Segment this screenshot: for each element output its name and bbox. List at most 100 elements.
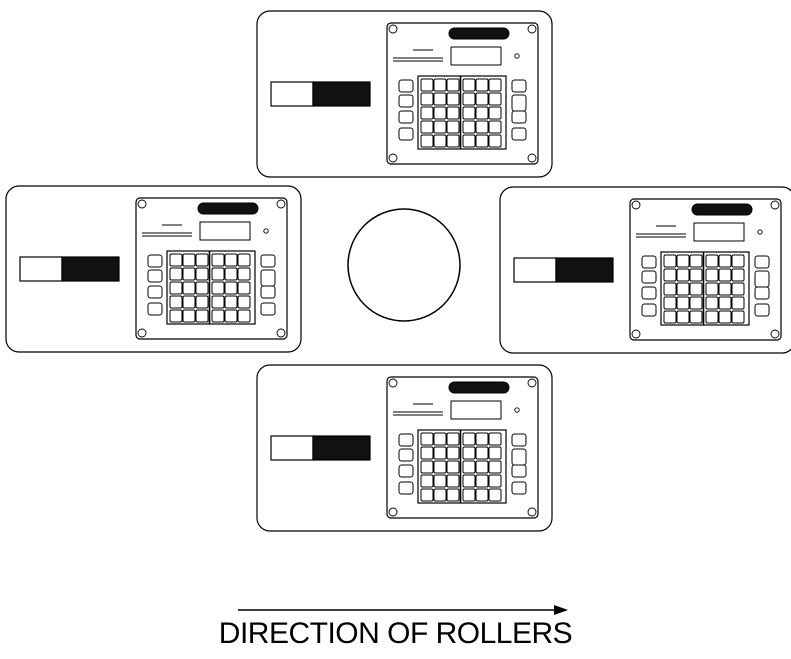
- side-key: [398, 448, 414, 462]
- grid-key: [462, 106, 476, 120]
- grid-key: [420, 92, 434, 106]
- bar-dark-half: [555, 257, 614, 283]
- indicator-dot: [514, 407, 520, 413]
- grid-key: [462, 120, 476, 134]
- direction-caption: DIRECTION OF ROLLERS: [218, 617, 573, 650]
- grid-key: [475, 432, 489, 446]
- side-key: [398, 110, 414, 124]
- grid-key: [446, 460, 460, 474]
- corner-screw: [527, 153, 537, 163]
- side-key: [754, 303, 770, 317]
- grid-key: [182, 267, 196, 281]
- corner-screw: [276, 328, 286, 338]
- grid-key: [195, 267, 209, 281]
- grid-key: [169, 295, 183, 309]
- grid-key: [169, 281, 183, 295]
- corner-screw: [388, 153, 398, 163]
- corner-screw: [137, 199, 147, 209]
- grid-key: [224, 309, 238, 323]
- bar-light-half: [19, 256, 63, 282]
- side-key: [147, 285, 163, 299]
- grid-key: [689, 254, 703, 268]
- side-key: [398, 464, 414, 478]
- grid-key: [446, 92, 460, 106]
- grid-key: [475, 134, 489, 148]
- grid-key: [446, 134, 460, 148]
- grid-key: [488, 460, 502, 474]
- grid-key: [433, 120, 447, 134]
- grid-key: [689, 296, 703, 310]
- grid-key: [731, 296, 745, 310]
- grid-key: [475, 460, 489, 474]
- corner-screw: [770, 329, 780, 339]
- grid-key: [488, 432, 502, 446]
- grid-key: [663, 268, 677, 282]
- grid-key: [462, 460, 476, 474]
- grid-key: [488, 134, 502, 148]
- grid-key: [462, 488, 476, 502]
- grid-key: [488, 488, 502, 502]
- grid-key: [676, 282, 690, 296]
- small-screen: [199, 221, 251, 241]
- grid-key: [718, 310, 732, 324]
- grid-key: [446, 120, 460, 134]
- side-key: [260, 285, 276, 299]
- grid-key: [475, 120, 489, 134]
- display-slot: [448, 27, 510, 40]
- grid-key: [488, 106, 502, 120]
- corner-screw: [631, 329, 641, 339]
- grid-key: [488, 120, 502, 134]
- corner-screw: [388, 378, 398, 388]
- grid-key: [182, 281, 196, 295]
- grid-key: [676, 296, 690, 310]
- grid-key: [420, 446, 434, 460]
- grid-key: [462, 78, 476, 92]
- grid-key: [475, 488, 489, 502]
- grid-key: [420, 106, 434, 120]
- grid-key: [488, 78, 502, 92]
- grid-key: [211, 295, 225, 309]
- grid-key: [705, 296, 719, 310]
- grid-key: [182, 253, 196, 267]
- side-key: [147, 254, 163, 268]
- grid-key: [475, 78, 489, 92]
- side-key: [511, 94, 527, 112]
- side-key: [398, 127, 414, 141]
- display-slot: [448, 381, 510, 394]
- grid-key: [211, 281, 225, 295]
- corner-screw: [527, 24, 537, 34]
- grid-key: [689, 282, 703, 296]
- side-key: [147, 269, 163, 283]
- bar-dark-half: [61, 256, 120, 282]
- indicator-dot: [514, 53, 520, 59]
- grid-key: [462, 474, 476, 488]
- grid-key: [420, 474, 434, 488]
- side-key: [147, 302, 163, 316]
- grid-key: [420, 488, 434, 502]
- grid-key: [224, 295, 238, 309]
- grid-key: [237, 295, 251, 309]
- corner-screw: [527, 507, 537, 517]
- grid-key: [433, 474, 447, 488]
- small-screen: [450, 400, 502, 420]
- side-key: [511, 110, 527, 124]
- grid-key: [663, 310, 677, 324]
- side-key: [641, 286, 657, 300]
- grid-key: [676, 254, 690, 268]
- side-key: [511, 464, 527, 478]
- grid-key: [224, 253, 238, 267]
- side-key: [260, 254, 276, 268]
- grid-key: [195, 281, 209, 295]
- grid-key: [433, 78, 447, 92]
- grid-key: [475, 106, 489, 120]
- side-key: [754, 286, 770, 300]
- keypad-device: [135, 197, 288, 340]
- grid-key: [433, 134, 447, 148]
- bar-dark-half: [312, 435, 371, 461]
- grid-key: [446, 446, 460, 460]
- panel-top: [256, 10, 553, 178]
- grid-key: [475, 446, 489, 460]
- side-key: [641, 270, 657, 284]
- grid-key: [433, 460, 447, 474]
